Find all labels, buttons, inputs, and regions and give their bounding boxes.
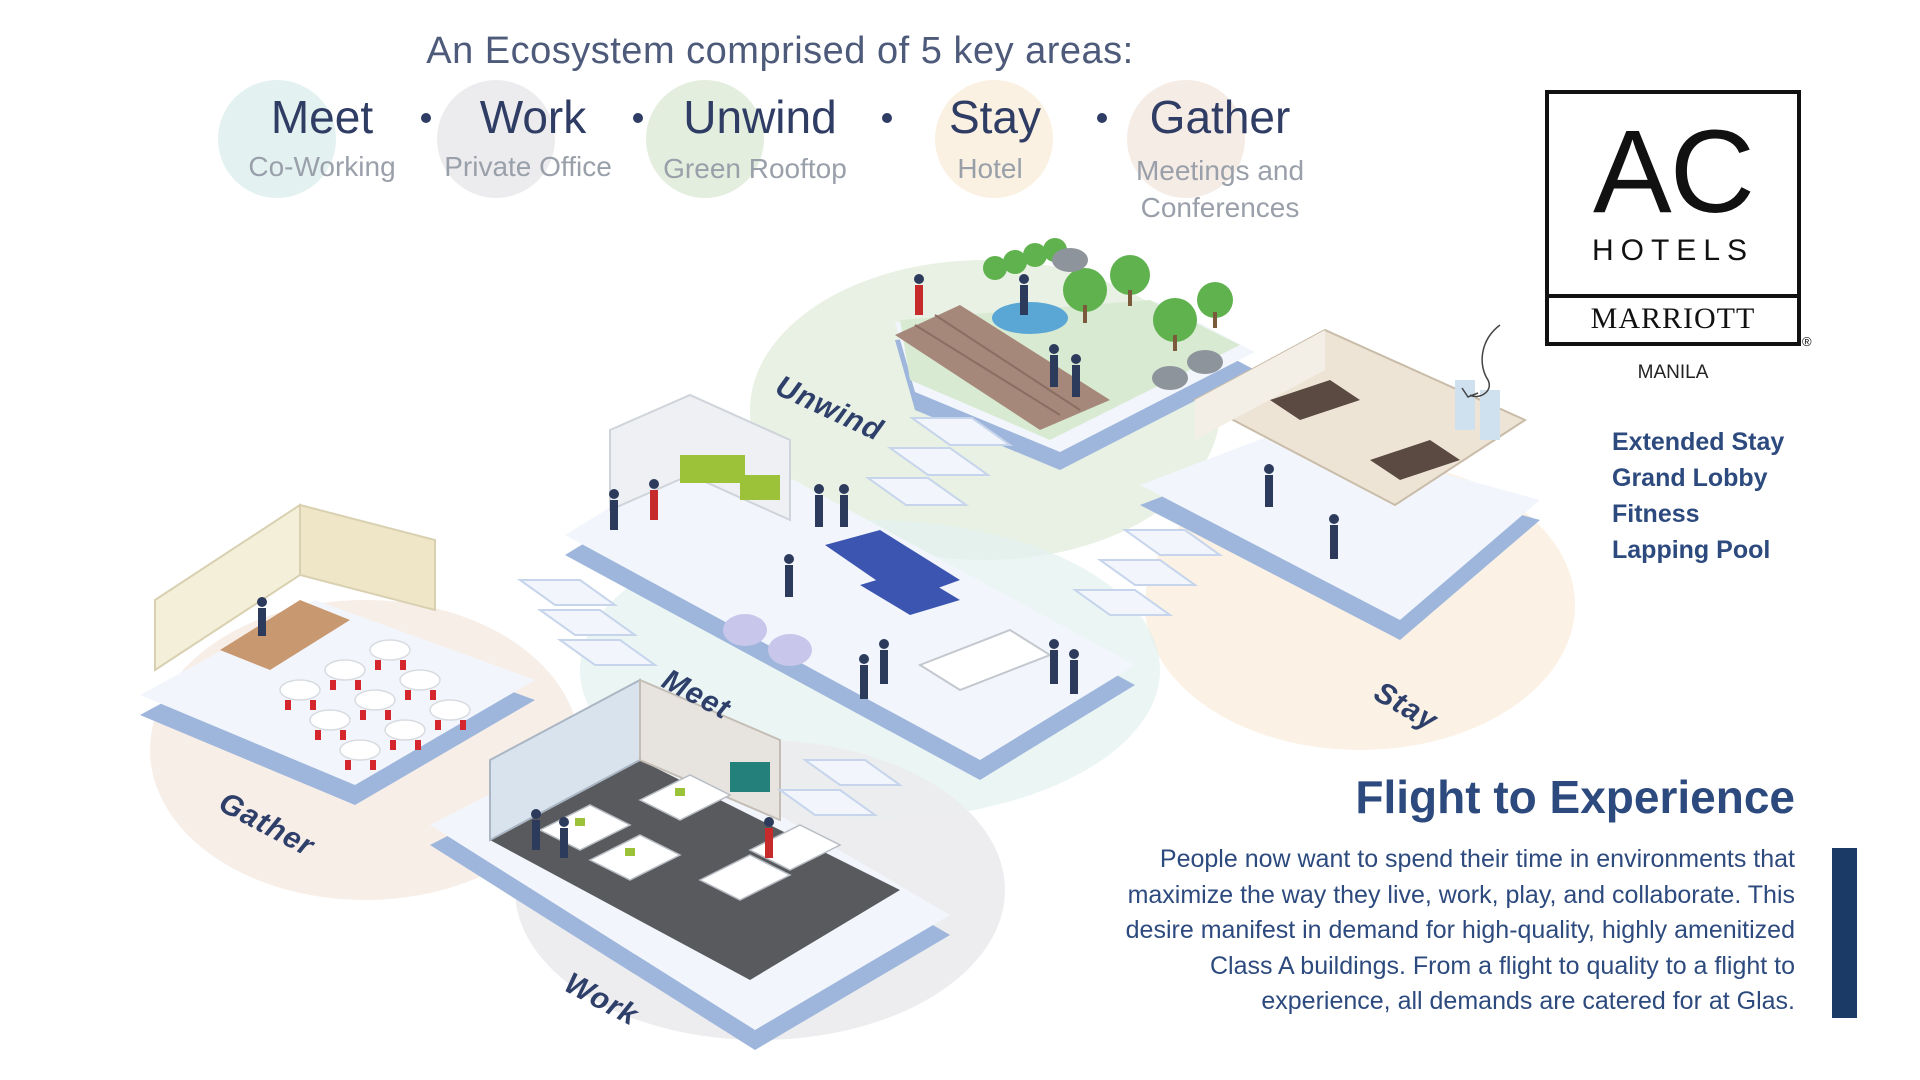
separator-dot [882, 113, 892, 123]
meet-circle [218, 80, 336, 198]
flight-body-line: maximize the way they live, work, play, … [1127, 880, 1795, 909]
stay-features-list: Extended Stay Grand Lobby Fitness Lappin… [1612, 424, 1784, 568]
stay-stairs [1071, 529, 1224, 616]
stay-platform [1140, 328, 1540, 640]
gather-circle [1127, 80, 1245, 198]
separator-dot [1097, 113, 1107, 123]
logo-brand: AC [1593, 106, 1755, 238]
unwind-stairs [864, 417, 1014, 506]
logo-pointer-arrow [1469, 324, 1501, 398]
unwind-circle [646, 80, 764, 198]
area-name-work: Work [479, 91, 587, 143]
logo-marriott: MARRIOTT [1590, 302, 1756, 335]
area-name-stay: Stay [948, 91, 1042, 143]
ac-hotels-logo: AC HOTELS MARRIOTT [1545, 90, 1801, 346]
separator-dot [633, 113, 643, 123]
area-name-gather: Gather [1149, 91, 1291, 143]
area-sub-work: Private Office [444, 151, 612, 182]
people-figures [257, 274, 1339, 858]
page-title: An Ecosystem comprised of 5 key areas: [426, 30, 1134, 72]
area-name-meet: Meet [270, 91, 374, 143]
flight-body-line: desire manifest in demand for high-quali… [1125, 916, 1795, 944]
logo-city: MANILA [1637, 362, 1709, 383]
feature-item: Fitness [1612, 500, 1700, 528]
flight-body-line: experience, all demands are catered for … [1261, 987, 1795, 1015]
area-name-unwind: Unwind [683, 91, 837, 143]
feature-item: Lapping Pool [1612, 536, 1771, 564]
separator-dot [421, 113, 431, 123]
flight-body-line: Class A buildings. From a flight to qual… [1209, 951, 1795, 980]
area-sub-stay: Hotel [957, 153, 1023, 184]
logo-divider [1549, 294, 1797, 298]
gather-platform [140, 503, 535, 805]
accent-bar [1832, 848, 1857, 1018]
flight-title: Flight to Experience [1355, 771, 1795, 823]
flight-body-line: People now want to spend their time in e… [1159, 845, 1795, 873]
area-sub-gather-line1: Meetings and [1135, 155, 1305, 186]
registered-mark: ® [1802, 334, 1812, 349]
area-sub-gather-line2: Conferences [1140, 192, 1300, 223]
work-stairs [776, 759, 904, 816]
meet-stairs [516, 579, 659, 666]
feature-item: Extended Stay [1612, 428, 1785, 456]
flight-body: People now want to spend their time in e… [1040, 842, 1795, 1020]
work-circle [437, 80, 555, 198]
meet-platform [565, 393, 1135, 780]
feature-item: Grand Lobby [1612, 464, 1768, 492]
area-sub-unwind: Green Rooftop [663, 153, 847, 184]
area-sub-meet: Co-Working [248, 151, 396, 182]
stay-circle [935, 80, 1053, 198]
logo-hotels: HOTELS [1591, 234, 1755, 267]
